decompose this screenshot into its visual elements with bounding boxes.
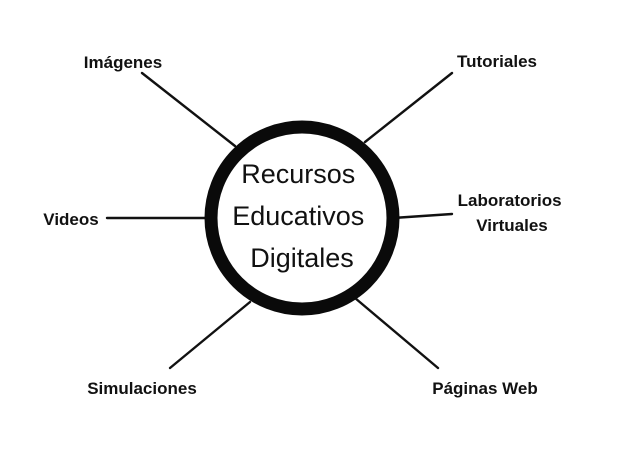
connector-simulaciones: [168, 300, 252, 370]
hub-label-line: Recursos: [241, 159, 355, 189]
connector-lines: [105, 71, 454, 370]
hub-label-line: Educativos: [232, 201, 364, 231]
node-tutoriales: Tutoriales: [457, 52, 537, 71]
connector-paginas-web: [353, 296, 440, 370]
connector-tutoriales: [363, 71, 454, 144]
hub-label: Recursos Educativos Digitales: [232, 159, 372, 273]
hub-node: Recursos Educativos Digitales: [204, 120, 400, 316]
leaf-nodes: Imágenes Tutoriales Videos Laboratorios …: [43, 52, 567, 398]
node-laboratorios-virtuales-line: Virtuales: [476, 216, 548, 235]
hub-label-line: Digitales: [250, 243, 354, 273]
node-videos: Videos: [43, 210, 98, 229]
connector-imagenes: [140, 71, 237, 148]
node-paginas-web: Páginas Web: [432, 379, 538, 398]
node-simulaciones: Simulaciones: [87, 379, 197, 398]
hub-circle: [204, 120, 400, 316]
node-laboratorios-virtuales: Laboratorios Virtuales: [458, 191, 567, 235]
node-laboratorios-virtuales-line: Laboratorios: [458, 191, 562, 210]
node-imagenes: Imágenes: [84, 53, 162, 72]
connector-laboratorios-virtuales: [391, 212, 454, 220]
